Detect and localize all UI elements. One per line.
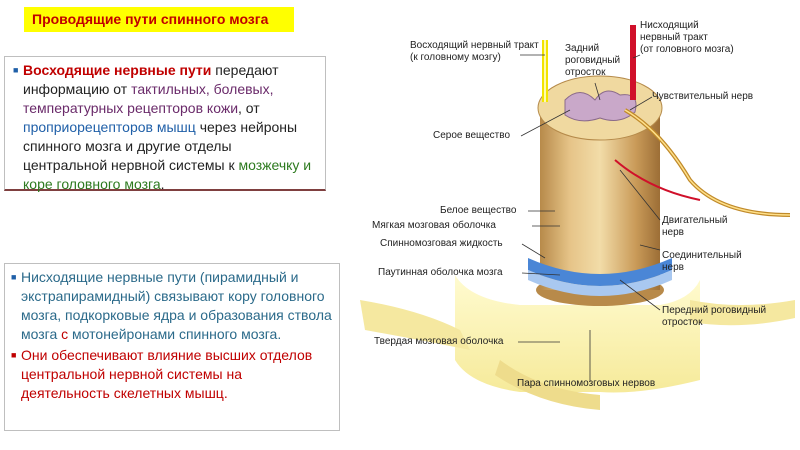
square-bullet-icon: ■ (13, 65, 19, 75)
csf-band-shape (528, 258, 672, 286)
spinal-nerve-lower-shape (495, 360, 600, 410)
label-csf: Спинномозговая жидкость (380, 238, 503, 249)
label-text: Двигательный нерв (662, 215, 728, 238)
label-motor-nerve: Двигательный нерв (662, 215, 727, 239)
label-dura-mater: Твердая мозговая оболочка (374, 336, 504, 347)
label-posterior-horn: Задний роговидный отросток (565, 43, 620, 79)
motor-nerve-line (614, 159, 701, 201)
label-anterior-horn: Передний роговидный отросток (662, 305, 766, 329)
text-run: передают информацию от (23, 62, 279, 97)
influence-paragraph: ■ Они обеспечивают влияние высших отдело… (11, 346, 333, 403)
influence-text: Они обеспечивают влияние высших отделов … (21, 347, 313, 401)
square-bullet-icon: ■ (11, 272, 17, 282)
ascending-paths-term: Восходящие нервные пути (23, 62, 212, 78)
label-white-matter: Белое вещество (440, 205, 517, 216)
label-text: Восходящий нервный тракт (к головному мо… (410, 40, 539, 63)
label-ascending-tract: Восходящий нервный тракт (к головному мо… (410, 40, 539, 64)
text-run: с (61, 326, 69, 342)
label-gray-matter: Серое вещество (433, 130, 511, 141)
spinal-nerve-left-shape (360, 300, 470, 350)
label-text: Задний роговидный отросток (565, 43, 621, 78)
ascending-paths-paragraph: ■ Восходящие нервные пути передают инфор… (13, 61, 319, 194)
text-run: . (277, 326, 282, 342)
text-run: , от (238, 100, 260, 116)
dura-mater-shape (455, 275, 700, 393)
spinal-nerve-right-shape (690, 300, 795, 326)
label-text: Передний роговидный отросток (662, 305, 767, 328)
label-text: Нисходящий нервный тракт (от головного м… (640, 20, 734, 55)
gray-matter-shape (564, 90, 637, 122)
label-spinal-nerves: Пара спинномозговых нервов (517, 378, 656, 389)
text-run: . (160, 176, 165, 192)
muscle-proprioceptors-phrase: проприорецепторов мышц (23, 119, 196, 135)
label-sensory-nerve: Чувствительный нерв (652, 91, 754, 102)
csf-band-light (528, 270, 672, 296)
cerebellum-cortex-phrase: мозжечку и коре головного мозга (23, 157, 312, 192)
sensory-nerve-core (624, 109, 791, 216)
descending-paths-panel: ■ Нисходящие нервные пути (пирамидный и … (4, 263, 340, 431)
label-arachnoid: Паутинная оболочка мозга (378, 267, 503, 278)
slide-title: Проводящие пути спинного мозга (24, 7, 294, 32)
ascending-paths-panel: ■ Восходящие нервные пути передают инфор… (4, 56, 326, 194)
text-run: через нейроны спинного мозга и другие от… (23, 119, 298, 173)
square-bullet-icon: ■ (11, 350, 17, 360)
descending-paths-paragraph: ■ Нисходящие нервные пути (пирамидный и … (11, 268, 333, 344)
leader-lines (518, 54, 661, 382)
label-pia-mater: Мягкая мозговая оболочка (372, 220, 496, 231)
descending-paths-text: Нисходящие нервные пути (пирамидный и эк… (21, 269, 332, 342)
label-text: Соединительный нерв (662, 250, 742, 273)
skin-receptors-phrase: тактильных, болевых, температурных рецеп… (23, 81, 274, 116)
label-connecting-nerve: Соединительный нерв (662, 250, 742, 274)
motor-neurons-phrase: мотонейронами спинного мозга (68, 326, 278, 342)
label-descending-tract: Нисходящий нервный тракт (от головного м… (640, 20, 734, 56)
